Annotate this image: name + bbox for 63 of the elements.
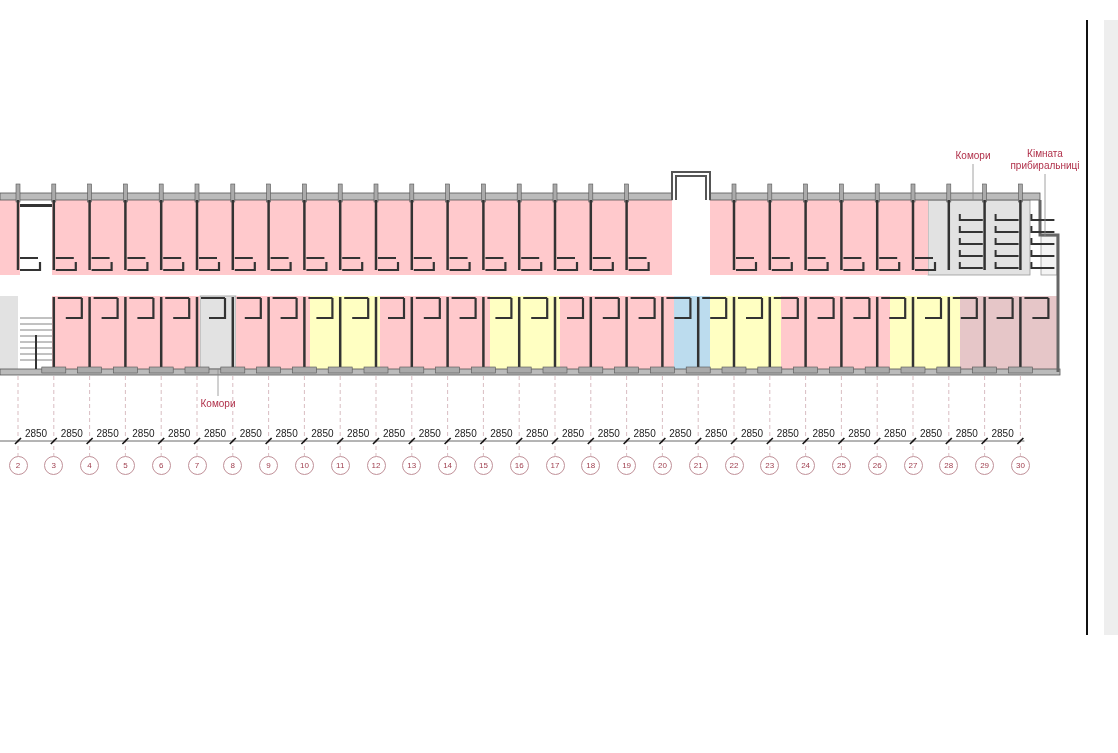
axis-bubble: 23 <box>760 456 780 475</box>
dimension-text: 2850 <box>202 428 228 439</box>
leader-line <box>217 368 219 397</box>
dimension-text: 2850 <box>811 428 836 439</box>
axis-bubble: 18 <box>581 456 601 475</box>
axis-bubble: 14 <box>438 456 458 475</box>
dimension-text: 2850 <box>525 428 550 439</box>
dimension-text: 2850 <box>918 428 944 439</box>
axis-bubble: 28 <box>939 456 959 475</box>
dimension-text: 2850 <box>990 428 1015 439</box>
axis-bubble: 29 <box>975 456 995 475</box>
room-label: Комори <box>193 398 243 410</box>
axis-bubble: 24 <box>796 456 816 475</box>
dimension-text: 2850 <box>310 428 335 439</box>
dimension-text: 2850 <box>167 428 192 439</box>
dimension-text: 2850 <box>95 428 120 439</box>
axis-bubble: 6 <box>151 456 171 475</box>
axis-bubble: 2 <box>8 456 28 475</box>
axis-bubble: 3 <box>44 456 64 475</box>
dimension-text: 2850 <box>560 428 586 439</box>
axis-bubble: 11 <box>330 456 350 475</box>
axis-bubble: 4 <box>80 456 100 475</box>
dimension-text: 2850 <box>489 428 514 439</box>
axis-bubble: 19 <box>617 456 637 475</box>
dimension-text: 2850 <box>346 428 371 439</box>
dimension-text: 2850 <box>739 428 765 439</box>
axis-bubble: 16 <box>509 456 529 475</box>
dimension-text: 2850 <box>668 428 693 439</box>
dimension-text: 2850 <box>238 428 263 439</box>
axis-bubble: 27 <box>903 456 923 475</box>
axis-bubble: 5 <box>115 456 135 475</box>
axis-bubble: 22 <box>724 456 744 475</box>
dimension-text: 2850 <box>954 428 979 439</box>
dimension-text: 2850 <box>883 428 908 439</box>
dimension-text: 2850 <box>775 428 800 439</box>
dimension-text: 2850 <box>59 428 84 439</box>
axis-bubble: 30 <box>1010 456 1030 475</box>
axis-bubble: 25 <box>831 456 851 475</box>
dimension-text: 2850 <box>704 428 729 439</box>
axis-bubble: 10 <box>294 456 314 475</box>
leader-line <box>972 163 974 201</box>
axis-bubble: 12 <box>366 456 386 475</box>
room-label: Комори <box>948 150 998 162</box>
axis-bubble: 9 <box>259 456 279 475</box>
axis-bubble: 20 <box>652 456 672 475</box>
dimension-text: 2850 <box>596 428 621 439</box>
dimension-text: 2850 <box>632 428 657 439</box>
axis-bubble: 17 <box>545 456 565 475</box>
leader-line <box>1044 173 1046 237</box>
axis-bubble: 7 <box>187 456 207 475</box>
dimension-text: 2850 <box>417 428 442 439</box>
dimension-text: 2850 <box>274 428 299 439</box>
axis-bubble: 13 <box>402 456 422 475</box>
room-label: Кімната прибиральниці <box>1008 148 1082 172</box>
axis-bubble: 26 <box>867 456 887 475</box>
axis-bubble: 8 <box>223 456 243 475</box>
dimension-text: 2850 <box>453 428 478 439</box>
dimension-text: 2850 <box>381 428 407 439</box>
dimension-text: 2850 <box>847 428 872 439</box>
axis-bubble: 15 <box>473 456 493 475</box>
dimension-text: 2850 <box>131 428 156 439</box>
dimension-text: 2850 <box>23 428 49 439</box>
axis-bubble: 21 <box>688 456 708 475</box>
